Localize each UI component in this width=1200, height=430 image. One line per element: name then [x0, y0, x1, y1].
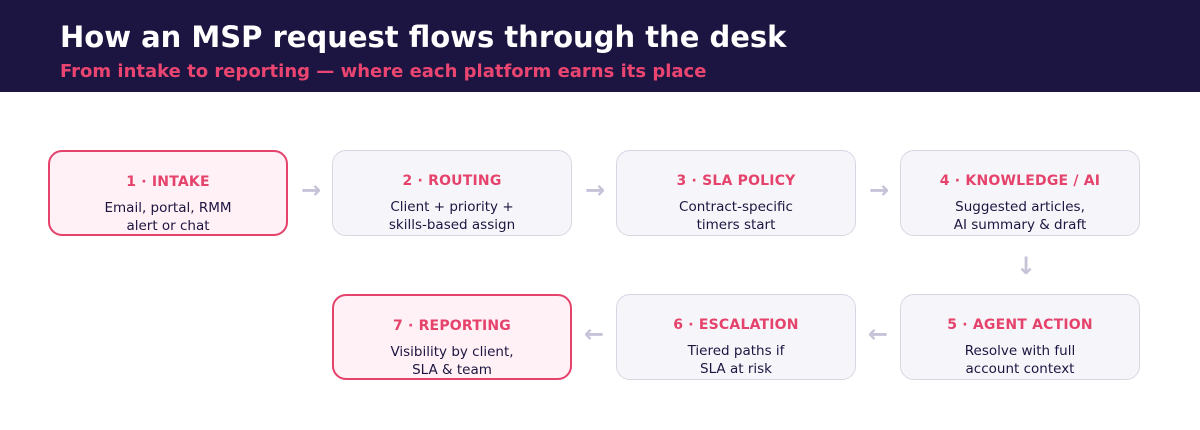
step-title: 7 · REPORTING [392, 318, 512, 334]
step-description: Suggested articles, AI summary & draft [953, 199, 1087, 233]
step-description: Resolve with full account context [964, 343, 1076, 377]
step-description: Client + priority + skills-based assign [388, 199, 516, 233]
step-reporting: 7 · REPORTING Visibility by client, SLA … [332, 294, 572, 380]
step-knowledge-ai: 4 · KNOWLEDGE / AI Suggested articles, A… [900, 150, 1140, 236]
step-title: 6 · ESCALATION [673, 317, 799, 333]
arrow-left-icon: ← [584, 320, 605, 348]
arrow-right-icon: → [869, 176, 890, 204]
page-title: How an MSP request flows through the des… [60, 20, 787, 54]
step-intake: 1 · INTAKE Email, portal, RMM alert or c… [48, 150, 288, 236]
arrow-left-icon: ← [868, 320, 889, 348]
header-banner: How an MSP request flows through the des… [0, 0, 1200, 92]
step-sla-policy: 3 · SLA POLICY Contract-specific timers … [616, 150, 856, 236]
page-subtitle: From intake to reporting — where each pl… [60, 61, 707, 82]
arrow-right-icon: → [585, 176, 606, 204]
step-routing: 2 · ROUTING Client + priority + skills-b… [332, 150, 572, 236]
arrow-right-icon: → [301, 176, 322, 204]
step-title: 3 · SLA POLICY [676, 173, 796, 189]
step-description: Visibility by client, SLA & team [390, 344, 514, 378]
step-agent-action: 5 · AGENT ACTION Resolve with full accou… [900, 294, 1140, 380]
step-escalation: 6 · ESCALATION Tiered paths if SLA at ri… [616, 294, 856, 380]
step-description: Tiered paths if SLA at risk [687, 343, 785, 377]
step-description: Email, portal, RMM alert or chat [104, 200, 232, 234]
step-title: 4 · KNOWLEDGE / AI [939, 173, 1101, 189]
step-title: 1 · INTAKE [126, 174, 210, 190]
arrow-down-icon: ↓ [1016, 252, 1037, 280]
step-title: 5 · AGENT ACTION [947, 317, 1093, 333]
step-description: Contract-specific timers start [679, 199, 793, 233]
step-title: 2 · ROUTING [402, 173, 502, 189]
